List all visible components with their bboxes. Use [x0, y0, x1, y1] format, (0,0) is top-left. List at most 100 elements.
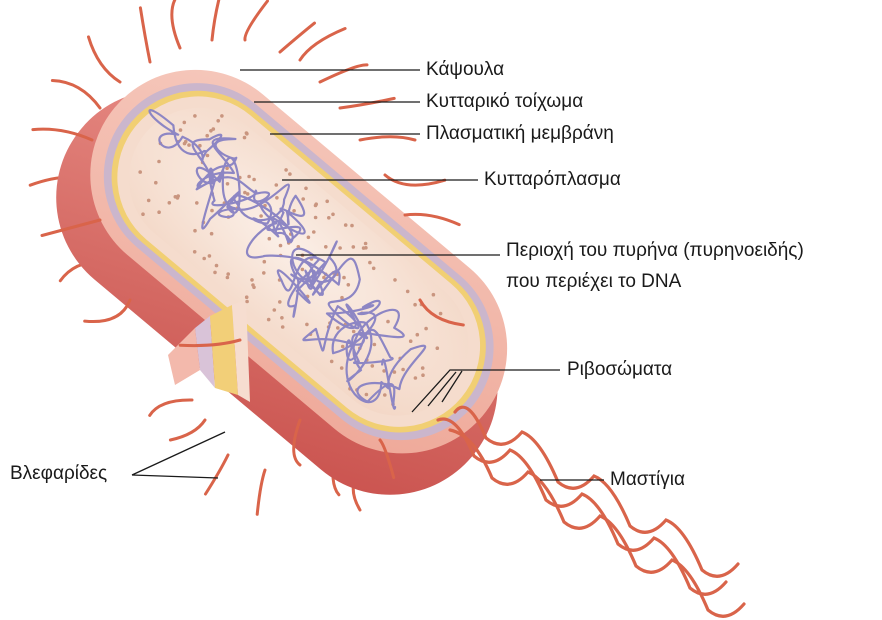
pilus — [360, 137, 415, 140]
ribosome — [187, 143, 191, 147]
label-pili: Βλεφαρίδες — [10, 463, 107, 485]
ribosome — [330, 360, 334, 364]
ribosome — [364, 242, 368, 246]
ribosome — [314, 216, 318, 220]
pilus — [140, 8, 150, 62]
ribosome — [368, 261, 372, 265]
ribosome — [383, 393, 387, 397]
pilus — [212, 0, 220, 40]
pilus — [340, 98, 394, 108]
ribosome — [263, 260, 267, 264]
ribosome — [226, 272, 230, 276]
ribosome — [341, 345, 345, 349]
ribosome — [386, 320, 390, 324]
ribosome — [245, 295, 249, 299]
ribosome — [268, 237, 272, 241]
ribosome — [362, 246, 366, 250]
ribosome — [220, 114, 224, 118]
ribosome — [183, 121, 187, 125]
ribosome — [250, 278, 254, 282]
ribosome — [432, 293, 436, 297]
pilus — [170, 420, 205, 440]
ribosome — [406, 290, 410, 294]
ribosome — [247, 175, 251, 179]
ribosome — [436, 346, 440, 350]
ribosome — [439, 312, 443, 316]
ribosome — [179, 128, 183, 132]
ribosome — [401, 368, 405, 372]
pilus — [206, 455, 229, 494]
ribosome — [409, 339, 413, 343]
ribosome — [342, 276, 346, 280]
ribosome — [301, 268, 305, 272]
ribosome — [338, 246, 342, 250]
label-flagella: Μαστίγια — [610, 469, 685, 491]
pilus — [172, 0, 180, 48]
ribosome — [147, 199, 151, 203]
ribosome — [195, 201, 199, 205]
ribosome — [372, 267, 376, 271]
ribosome — [157, 210, 161, 214]
ribosome — [352, 330, 356, 334]
pilus — [245, 1, 268, 40]
ribosome — [365, 393, 369, 397]
ribosome — [292, 209, 296, 213]
ribosome — [305, 323, 309, 327]
ribosome — [193, 114, 197, 118]
pilus — [89, 37, 121, 82]
ribosome — [208, 254, 212, 258]
ribosome — [373, 343, 377, 347]
ribosome — [259, 214, 263, 218]
ribosome — [206, 154, 210, 158]
ribosome — [275, 183, 279, 187]
label-nucleoid-line1: Περιοχή του πυρήνα (πυρηνοειδής) — [506, 240, 804, 262]
ribosome — [312, 230, 316, 234]
ribosome — [325, 200, 329, 204]
pilus — [52, 81, 100, 109]
ribosome — [307, 236, 311, 240]
ribosome — [226, 276, 230, 280]
ribosome — [413, 303, 417, 307]
ribosome — [304, 187, 308, 191]
ribosome — [226, 182, 230, 186]
ribosome — [154, 181, 158, 185]
ribosome — [210, 232, 214, 236]
ribosome — [157, 160, 161, 164]
ribosome — [278, 300, 282, 304]
ribosome — [213, 271, 217, 275]
ribosome — [416, 333, 420, 337]
ribosome — [245, 132, 249, 136]
ribosome — [138, 170, 142, 174]
pilus — [320, 65, 367, 82]
ribosome — [301, 197, 305, 201]
label-cytoplasm: Κυτταρόπλασμα — [484, 169, 621, 191]
ribosome — [205, 134, 209, 138]
ribosome — [280, 316, 284, 320]
ribosome — [212, 127, 216, 131]
leader-pili-2 — [132, 475, 218, 478]
ribosome — [141, 212, 145, 216]
ribosome — [193, 250, 197, 254]
pilus — [300, 29, 345, 61]
flagellum — [450, 430, 744, 616]
ribosome — [327, 216, 331, 220]
ribosome — [279, 244, 283, 248]
ribosome — [347, 283, 351, 287]
ribosome — [414, 376, 418, 380]
ribosome — [288, 172, 292, 176]
pilus — [150, 400, 192, 415]
ribosome — [314, 204, 318, 208]
label-ribosomes: Ριβοσώματα — [567, 359, 672, 381]
ribosome — [336, 326, 340, 330]
ribosome — [352, 245, 356, 249]
ribosome — [350, 224, 354, 228]
ribosome — [273, 308, 277, 312]
ribosome — [284, 168, 288, 172]
ribosome — [324, 245, 328, 249]
ribosome — [421, 366, 425, 370]
ribosome — [340, 366, 344, 370]
label-capsule: Κάψουλα — [426, 59, 504, 81]
ribosome — [245, 300, 249, 304]
ribosome — [331, 213, 335, 217]
